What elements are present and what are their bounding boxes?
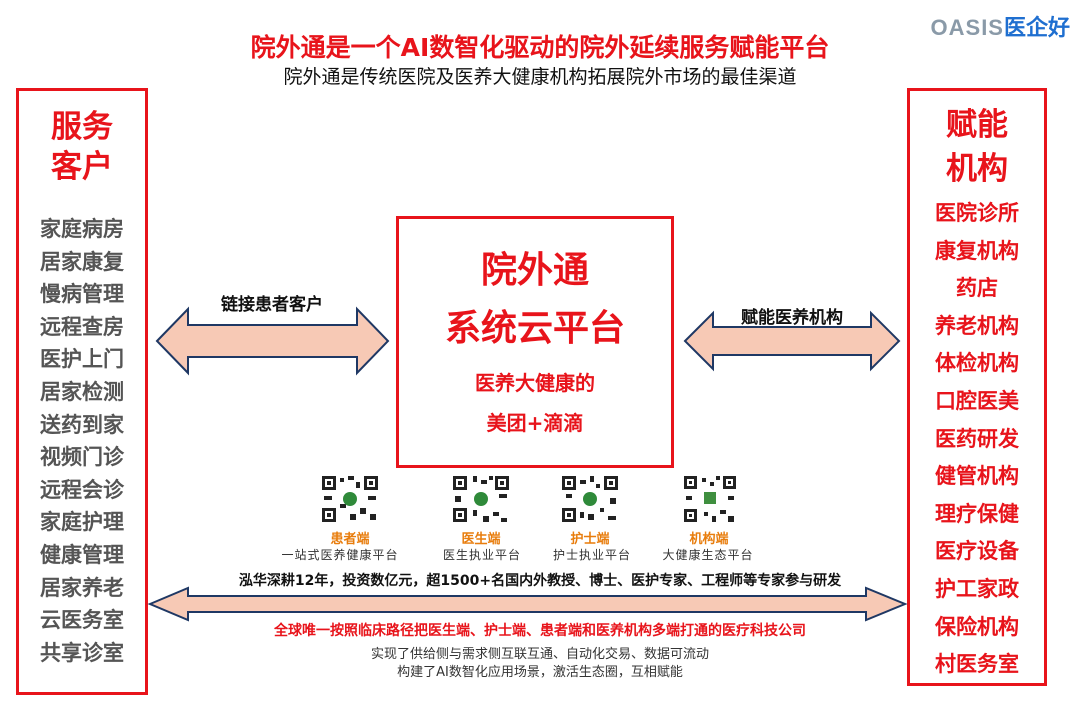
description-line-2: 构建了AI数智化应用场景，激活生态圈，互相赋能 xyxy=(397,665,683,680)
list-item: 村医务室 xyxy=(935,652,1019,677)
qr-desc-nurse: 护士执业平台 xyxy=(552,548,631,562)
list-item: 居家养老 xyxy=(40,575,124,600)
qr-desc-patient: 一站式医养健康平台 xyxy=(281,548,399,562)
heading-line: 服务 xyxy=(51,109,113,145)
qr-desc-doctor: 医生执业平台 xyxy=(442,548,521,562)
service-list: 家庭病房 居家康复 慢病管理 远程查房 医护上门 居家检测 送药到家 视频门诊 … xyxy=(19,213,145,669)
patient-qr-code[interactable] xyxy=(320,474,380,524)
qr-label-nurse: 护士端 xyxy=(570,532,610,547)
list-item: 送药到家 xyxy=(40,412,124,437)
list-item: 远程会诊 xyxy=(40,477,124,502)
platform-center-box: 院外通 系统云平台 医养大健康的 美团+滴滴 xyxy=(396,216,674,468)
institution-list: 医院诊所 康复机构 药店 养老机构 体检机构 口腔医美 医药研发 健管机构 理疗… xyxy=(910,195,1044,684)
list-item: 共享诊室 xyxy=(40,640,124,665)
list-item: 药店 xyxy=(956,276,998,301)
page-title: 院外通是一个AI数智化驱动的院外延续服务赋能平台 xyxy=(250,33,830,62)
list-item: 家庭护理 xyxy=(40,510,124,535)
right-arrow-label: 赋能医养机构 xyxy=(741,308,843,328)
institution-qr-code[interactable] xyxy=(682,474,738,524)
list-item: 医院诊所 xyxy=(935,201,1019,225)
list-item: 视频门诊 xyxy=(40,445,124,470)
list-item: 口腔医美 xyxy=(935,388,1019,413)
list-item: 理疗保健 xyxy=(935,501,1019,526)
list-item: 居家康复 xyxy=(40,249,124,274)
company-stats: 泓华深耕12年，投资数亿元，超1500+名国内外教授、博士、医护专家、工程师等专… xyxy=(238,573,842,589)
list-item: 家庭病房 xyxy=(40,217,124,241)
left-arrow-label: 链接患者客户 xyxy=(221,295,323,315)
list-item: 居家检测 xyxy=(40,379,124,404)
list-item: 养老机构 xyxy=(935,313,1019,338)
list-item: 体检机构 xyxy=(935,351,1019,376)
list-item: 云医务室 xyxy=(40,608,124,633)
logo-text-cn: 医企好 xyxy=(1003,15,1070,40)
qr-label-institution: 机构端 xyxy=(689,532,729,547)
list-item: 慢病管理 xyxy=(40,282,124,307)
left-double-arrow xyxy=(155,306,390,376)
right-double-arrow xyxy=(683,310,901,372)
page-subtitle: 院外通是传统医院及医养大健康机构拓展院外市场的最佳渠道 xyxy=(283,66,797,88)
company-slogan: 全球唯一按照临床路径把医生端、护士端、患者端和医养机构多端打通的医疗科技公司 xyxy=(274,623,806,639)
bottom-double-arrow xyxy=(147,586,908,622)
list-item: 健康管理 xyxy=(40,542,124,567)
list-item: 健管机构 xyxy=(935,464,1019,489)
logo-text-en: OASIS xyxy=(930,15,1004,40)
nurse-qr-code[interactable] xyxy=(560,474,620,524)
heading-line: 赋能 xyxy=(946,107,1008,143)
heading-line: 客户 xyxy=(51,149,113,185)
description-line-1: 实现了供给侧与需求侧互联互通、自动化交易、数据可流动 xyxy=(370,647,709,662)
empowered-institutions-heading: 赋能 机构 xyxy=(910,103,1044,191)
service-customers-box: 服务 客户 家庭病房 居家康复 慢病管理 远程查房 医护上门 居家检测 送药到家… xyxy=(16,88,148,695)
list-item: 护工家政 xyxy=(935,576,1019,601)
doctor-qr-code[interactable] xyxy=(451,474,511,524)
heading-line: 机构 xyxy=(946,151,1008,187)
platform-tagline-2: 美团+滴滴 xyxy=(486,411,584,435)
list-item: 医护上门 xyxy=(40,347,124,372)
qr-desc-institution: 大健康生态平台 xyxy=(662,548,754,562)
empowered-institutions-box: 赋能 机构 医院诊所 康复机构 药店 养老机构 体检机构 口腔医美 医药研发 健… xyxy=(907,88,1047,686)
list-item: 远程查房 xyxy=(40,314,124,339)
list-item: 医药研发 xyxy=(935,426,1019,451)
platform-tagline-1: 医养大健康的 xyxy=(475,371,595,395)
platform-name: 院外通 xyxy=(480,250,589,291)
qr-label-doctor: 医生端 xyxy=(461,532,501,547)
list-item: 康复机构 xyxy=(935,238,1019,263)
service-customers-heading: 服务 客户 xyxy=(19,107,145,187)
brand-logo: OASIS医企好 xyxy=(931,10,1070,42)
platform-type: 系统云平台 xyxy=(444,308,625,349)
qr-label-patient: 患者端 xyxy=(330,532,370,547)
list-item: 保险机构 xyxy=(935,614,1019,639)
list-item: 医疗设备 xyxy=(935,539,1019,564)
